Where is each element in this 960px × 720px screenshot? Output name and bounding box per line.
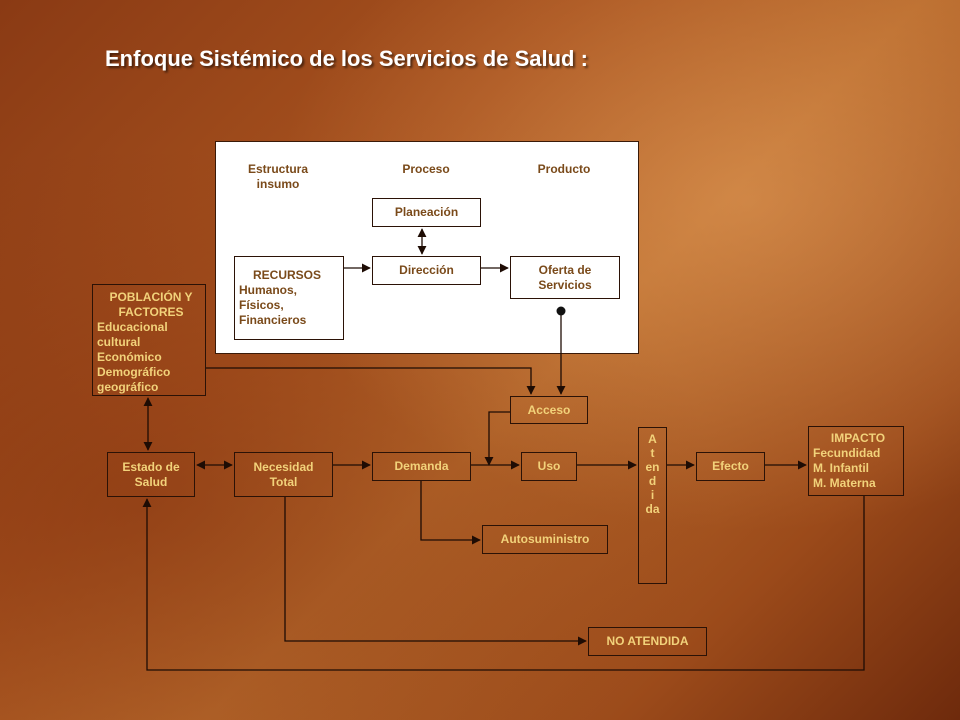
estado-salud-line1: Estado de	[122, 459, 180, 474]
oferta-line2: Servicios	[538, 277, 592, 292]
atendida-box: A t en d i da	[638, 427, 667, 584]
necesidad-noatendida-arrow	[284, 497, 587, 646]
oferta-output-dot	[556, 306, 566, 316]
direccion-box: Dirección	[372, 256, 481, 285]
atendida-char: da	[645, 502, 660, 516]
poblacion-item: Económico	[97, 350, 162, 364]
demanda-label: Demanda	[394, 459, 449, 473]
planeacion-box: Planeación	[372, 198, 481, 227]
poblacion-item: Demográfico	[97, 365, 171, 379]
atendida-char: A	[648, 432, 657, 446]
impacto-estado-feedback-arrow	[142, 496, 865, 671]
necesidad-line1: Necesidad	[253, 459, 314, 474]
impacto-item: M. Materna	[813, 476, 876, 490]
recursos-box: RECURSOS Humanos, Físicos, Financieros	[234, 256, 344, 340]
impacto-item: M. Infantil	[813, 461, 869, 475]
impacto-heading: IMPACTO	[830, 431, 886, 445]
poblacion-box: POBLACIÓN Y FACTORES Educacional cultura…	[92, 284, 206, 396]
acceso-uso-arrow	[484, 411, 510, 466]
autosuministro-box: Autosuministro	[482, 525, 608, 554]
recursos-heading: RECURSOS	[253, 268, 322, 282]
demanda-box: Demanda	[372, 452, 471, 481]
efecto-box: Efecto	[696, 452, 765, 481]
header-estructura-line2: insumo	[256, 177, 300, 191]
acceso-box: Acceso	[510, 396, 588, 424]
no-atendida-label: NO ATENDIDA	[606, 634, 689, 648]
uso-box: Uso	[521, 452, 577, 481]
poblacion-item: Educacional	[97, 320, 168, 334]
autosuministro-label: Autosuministro	[500, 532, 590, 546]
header-producto: Producto	[537, 162, 591, 176]
oferta-box: Oferta de Servicios	[510, 256, 620, 299]
recursos-item: Financieros	[239, 313, 307, 327]
efecto-label: Efecto	[712, 459, 749, 473]
poblacion-heading: POBLACIÓN Y	[109, 290, 193, 304]
poblacion-item: geográfico	[97, 380, 159, 394]
header-proceso: Proceso	[402, 162, 450, 176]
no-atendida-box: NO ATENDIDA	[588, 627, 707, 656]
recursos-item: Físicos,	[239, 298, 284, 312]
necesidad-box: Necesidad Total	[234, 452, 333, 497]
uso-label: Uso	[537, 459, 561, 473]
impacto-box: IMPACTO Fecundidad M. Infantil M. Matern…	[808, 426, 904, 496]
recursos-item: Humanos,	[239, 283, 298, 297]
poblacion-item: cultural	[97, 335, 141, 349]
oferta-line1: Oferta de	[538, 262, 592, 277]
demanda-autosuministro-arrow	[420, 481, 481, 545]
acceso-label: Acceso	[527, 402, 571, 417]
atendida-char: d	[648, 474, 657, 488]
estado-salud-box: Estado de Salud	[107, 452, 195, 497]
header-estructura: Estructura insumo	[233, 162, 323, 192]
poblacion-heading: FACTORES	[118, 305, 184, 319]
atendida-char: t	[650, 446, 655, 460]
atendida-char: i	[650, 488, 655, 502]
planeacion-label: Planeación	[394, 205, 459, 219]
slide-title: Enfoque Sistémico de los Servicios de Sa…	[105, 46, 588, 71]
necesidad-line2: Total	[269, 474, 298, 489]
poblacion-acceso-arrow	[206, 367, 536, 395]
estado-salud-line2: Salud	[134, 474, 168, 489]
direccion-label: Dirección	[399, 263, 454, 277]
atendida-char: en	[645, 460, 660, 474]
impacto-item: Fecundidad	[813, 446, 881, 460]
header-estructura-line1: Estructura	[247, 162, 309, 176]
